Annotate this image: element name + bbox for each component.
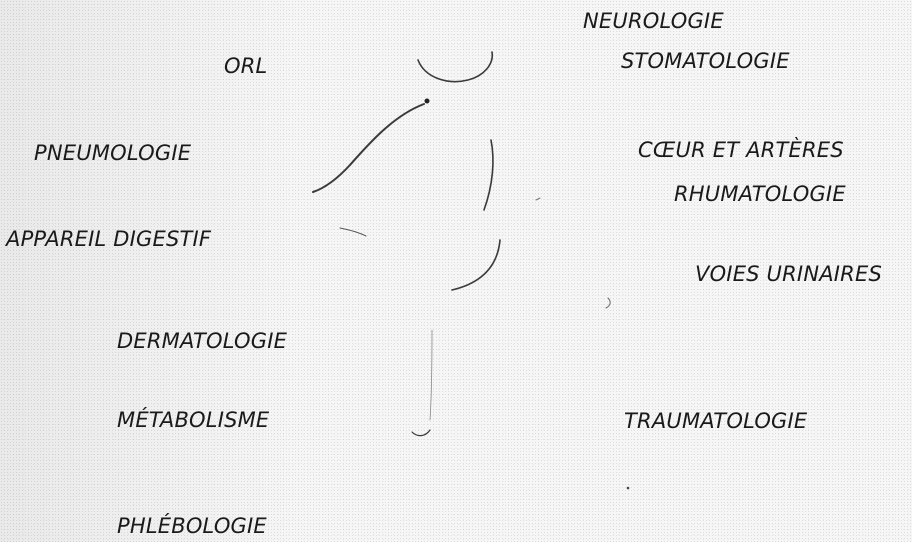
- label-dermatologie: DERMATOLOGIE: [117, 331, 287, 352]
- neck-shoulder-outline: [313, 104, 424, 192]
- knee-outline: [412, 430, 430, 436]
- label-stomatologie: STOMATOLOGIE: [621, 51, 790, 72]
- dot-mark: [627, 487, 630, 490]
- label-voies-urinaires: VOIES URINAIRES: [695, 264, 882, 285]
- throat-dot: [425, 99, 430, 104]
- label-appareil-digestif: APPAREIL DIGESTIF: [6, 229, 211, 250]
- mark-heart: [536, 198, 540, 200]
- chest-outline: [484, 140, 493, 210]
- leg-outline: [430, 330, 432, 420]
- label-coeur-arteres: CŒUR ET ARTÈRES: [638, 140, 844, 161]
- label-pneumologie: PNEUMOLOGIE: [34, 143, 191, 164]
- mark-urinary: [606, 298, 610, 308]
- label-phlebologie: PHLÉBOLOGIE: [117, 516, 267, 537]
- label-rhumatologie: RHUMATOLOGIE: [674, 184, 846, 205]
- head-outline: [418, 52, 492, 82]
- arm-outline: [340, 228, 366, 236]
- label-traumatologie: TRAUMATOLOGIE: [624, 411, 807, 432]
- label-orl: ORL: [224, 56, 267, 77]
- label-neurologie: NEUROLOGIE: [583, 11, 724, 32]
- hip-outline: [452, 240, 500, 290]
- label-metabolisme: MÉTABOLISME: [117, 410, 269, 431]
